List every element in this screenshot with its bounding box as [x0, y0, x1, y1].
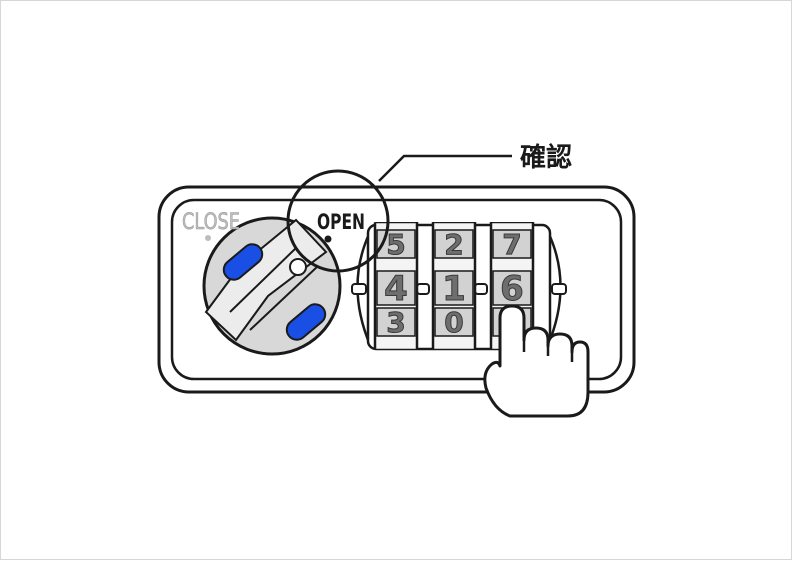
- wheel-digit: 1: [442, 269, 466, 309]
- wheel-digit: 7: [502, 228, 521, 261]
- wheel-digit-cell: [492, 229, 532, 259]
- dial-indicator-hole: [289, 258, 307, 276]
- wheel-digit: 5: [386, 228, 405, 261]
- wheel-digit-cell: [434, 229, 474, 259]
- wheel-digit-cell: [434, 270, 474, 306]
- wheel-digit: 3: [386, 306, 405, 339]
- wheel-digit-cell: [376, 307, 416, 337]
- pointing-hand-icon: [483, 304, 590, 418]
- callout-leader-line: [378, 154, 512, 182]
- close-marker-dot: [205, 235, 211, 241]
- wheel-digit: 6: [500, 269, 524, 309]
- side-notch-right: [551, 283, 567, 295]
- magnifier-circle: [286, 169, 390, 273]
- close-label: CLOSE: [182, 210, 240, 235]
- knob-grip-upper: [222, 243, 264, 281]
- open-label: OPEN: [317, 210, 365, 234]
- combination-wheel-1[interactable]: 5 43: [373, 222, 419, 350]
- wheel-digit-cell: [492, 270, 532, 306]
- wheel-digit: 4: [384, 269, 408, 309]
- knob-grip-lower: [285, 303, 327, 341]
- combination-wheel-2[interactable]: 2 10: [431, 222, 477, 350]
- wheel-digit-cell: [434, 307, 474, 337]
- wheel-digit: 2: [444, 228, 463, 261]
- side-notch-left: [351, 283, 367, 295]
- wheel-digit: 0: [444, 306, 463, 339]
- open-marker-dot: [324, 235, 332, 243]
- callout-label: 確認: [520, 142, 572, 173]
- wheel-digit-cell: [376, 270, 416, 306]
- combination-wheel-3[interactable]: 76: [489, 222, 535, 350]
